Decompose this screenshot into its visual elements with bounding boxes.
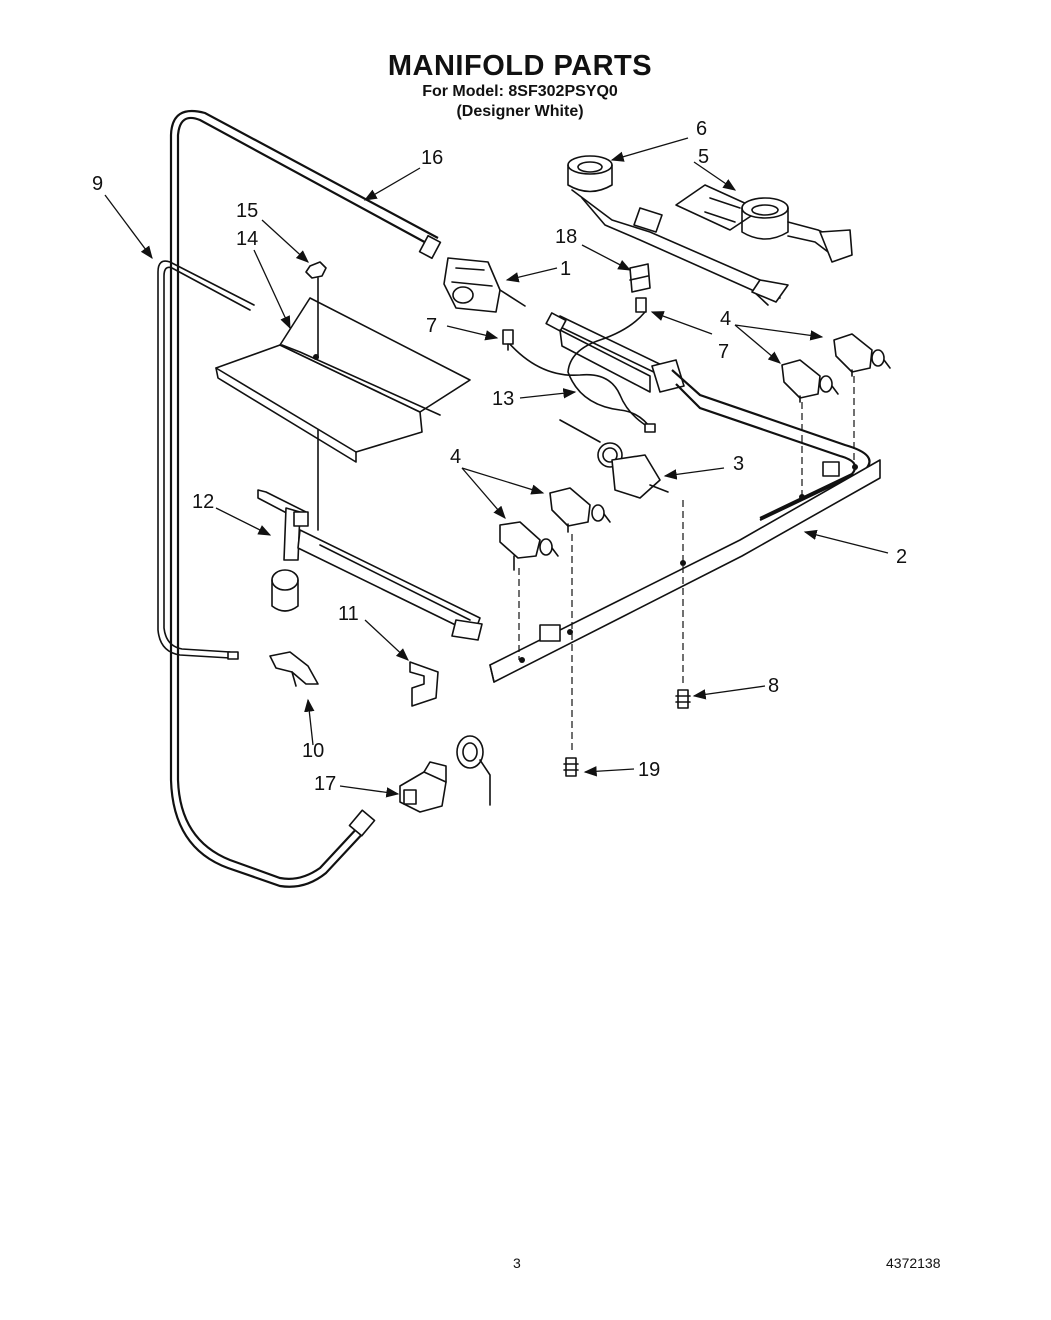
callout-7-left: 7 bbox=[426, 315, 437, 337]
model-line: For Model: 8SF302PSYQ0 bbox=[422, 83, 618, 100]
screw-8 bbox=[675, 689, 691, 709]
page-title: MANIFOLD PARTS bbox=[387, 50, 653, 82]
alignment-lines bbox=[518, 376, 855, 750]
callout-6: 6 bbox=[696, 118, 707, 140]
callout-16: 16 bbox=[421, 147, 443, 169]
leader-lines bbox=[104, 137, 889, 798]
burner-6 bbox=[567, 155, 789, 306]
callout-numbers: 1 2 3 4 4 5 6 7 7 8 9 10 11 12 13 14 15 … bbox=[92, 118, 907, 795]
valve-4-right-a bbox=[781, 359, 839, 403]
document-number: 4372138 bbox=[886, 1255, 941, 1271]
callout-1: 1 bbox=[560, 258, 571, 280]
orifice-10 bbox=[227, 651, 319, 687]
valve-4-left-b bbox=[549, 487, 611, 533]
callout-3: 3 bbox=[733, 453, 744, 475]
callout-13: 13 bbox=[492, 388, 514, 410]
thin-tube-9 bbox=[157, 260, 255, 659]
callout-9: 9 bbox=[92, 173, 103, 195]
page-number: 3 bbox=[513, 1255, 521, 1271]
gas-tube-16 bbox=[169, 109, 442, 888]
regulator-1 bbox=[443, 257, 526, 313]
callout-18: 18 bbox=[555, 226, 577, 248]
manifold-pipe-2 bbox=[489, 312, 881, 683]
callout-5: 5 bbox=[698, 146, 709, 168]
callout-8: 8 bbox=[768, 675, 779, 697]
connector-7-left bbox=[502, 329, 514, 351]
callout-7-right: 7 bbox=[718, 341, 729, 363]
callout-11: 11 bbox=[338, 603, 359, 625]
callout-19: 19 bbox=[638, 759, 660, 781]
callout-15: 15 bbox=[236, 200, 258, 222]
callout-2: 2 bbox=[896, 546, 907, 568]
callout-10: 10 bbox=[302, 740, 324, 762]
bracket-11 bbox=[409, 661, 439, 707]
burner-5 bbox=[675, 184, 853, 263]
thermostat-3 bbox=[597, 442, 669, 499]
deflector-14 bbox=[215, 277, 471, 531]
bracket-18 bbox=[629, 263, 651, 293]
thermostat-17 bbox=[399, 735, 491, 813]
callout-4-left: 4 bbox=[450, 446, 461, 468]
finish-line: (Designer White) bbox=[456, 103, 584, 120]
valve-4-left-a bbox=[499, 521, 559, 571]
thermocouple-13 bbox=[507, 311, 656, 443]
connector-7-right bbox=[635, 297, 647, 313]
bake-burner-12 bbox=[257, 489, 483, 641]
screw-19 bbox=[563, 757, 579, 777]
callout-4-right: 4 bbox=[720, 308, 731, 330]
callout-14: 14 bbox=[236, 228, 258, 250]
valve-4-right-b bbox=[833, 333, 891, 377]
callout-12: 12 bbox=[192, 491, 214, 513]
callout-17: 17 bbox=[314, 773, 336, 795]
nut-15 bbox=[305, 261, 327, 279]
